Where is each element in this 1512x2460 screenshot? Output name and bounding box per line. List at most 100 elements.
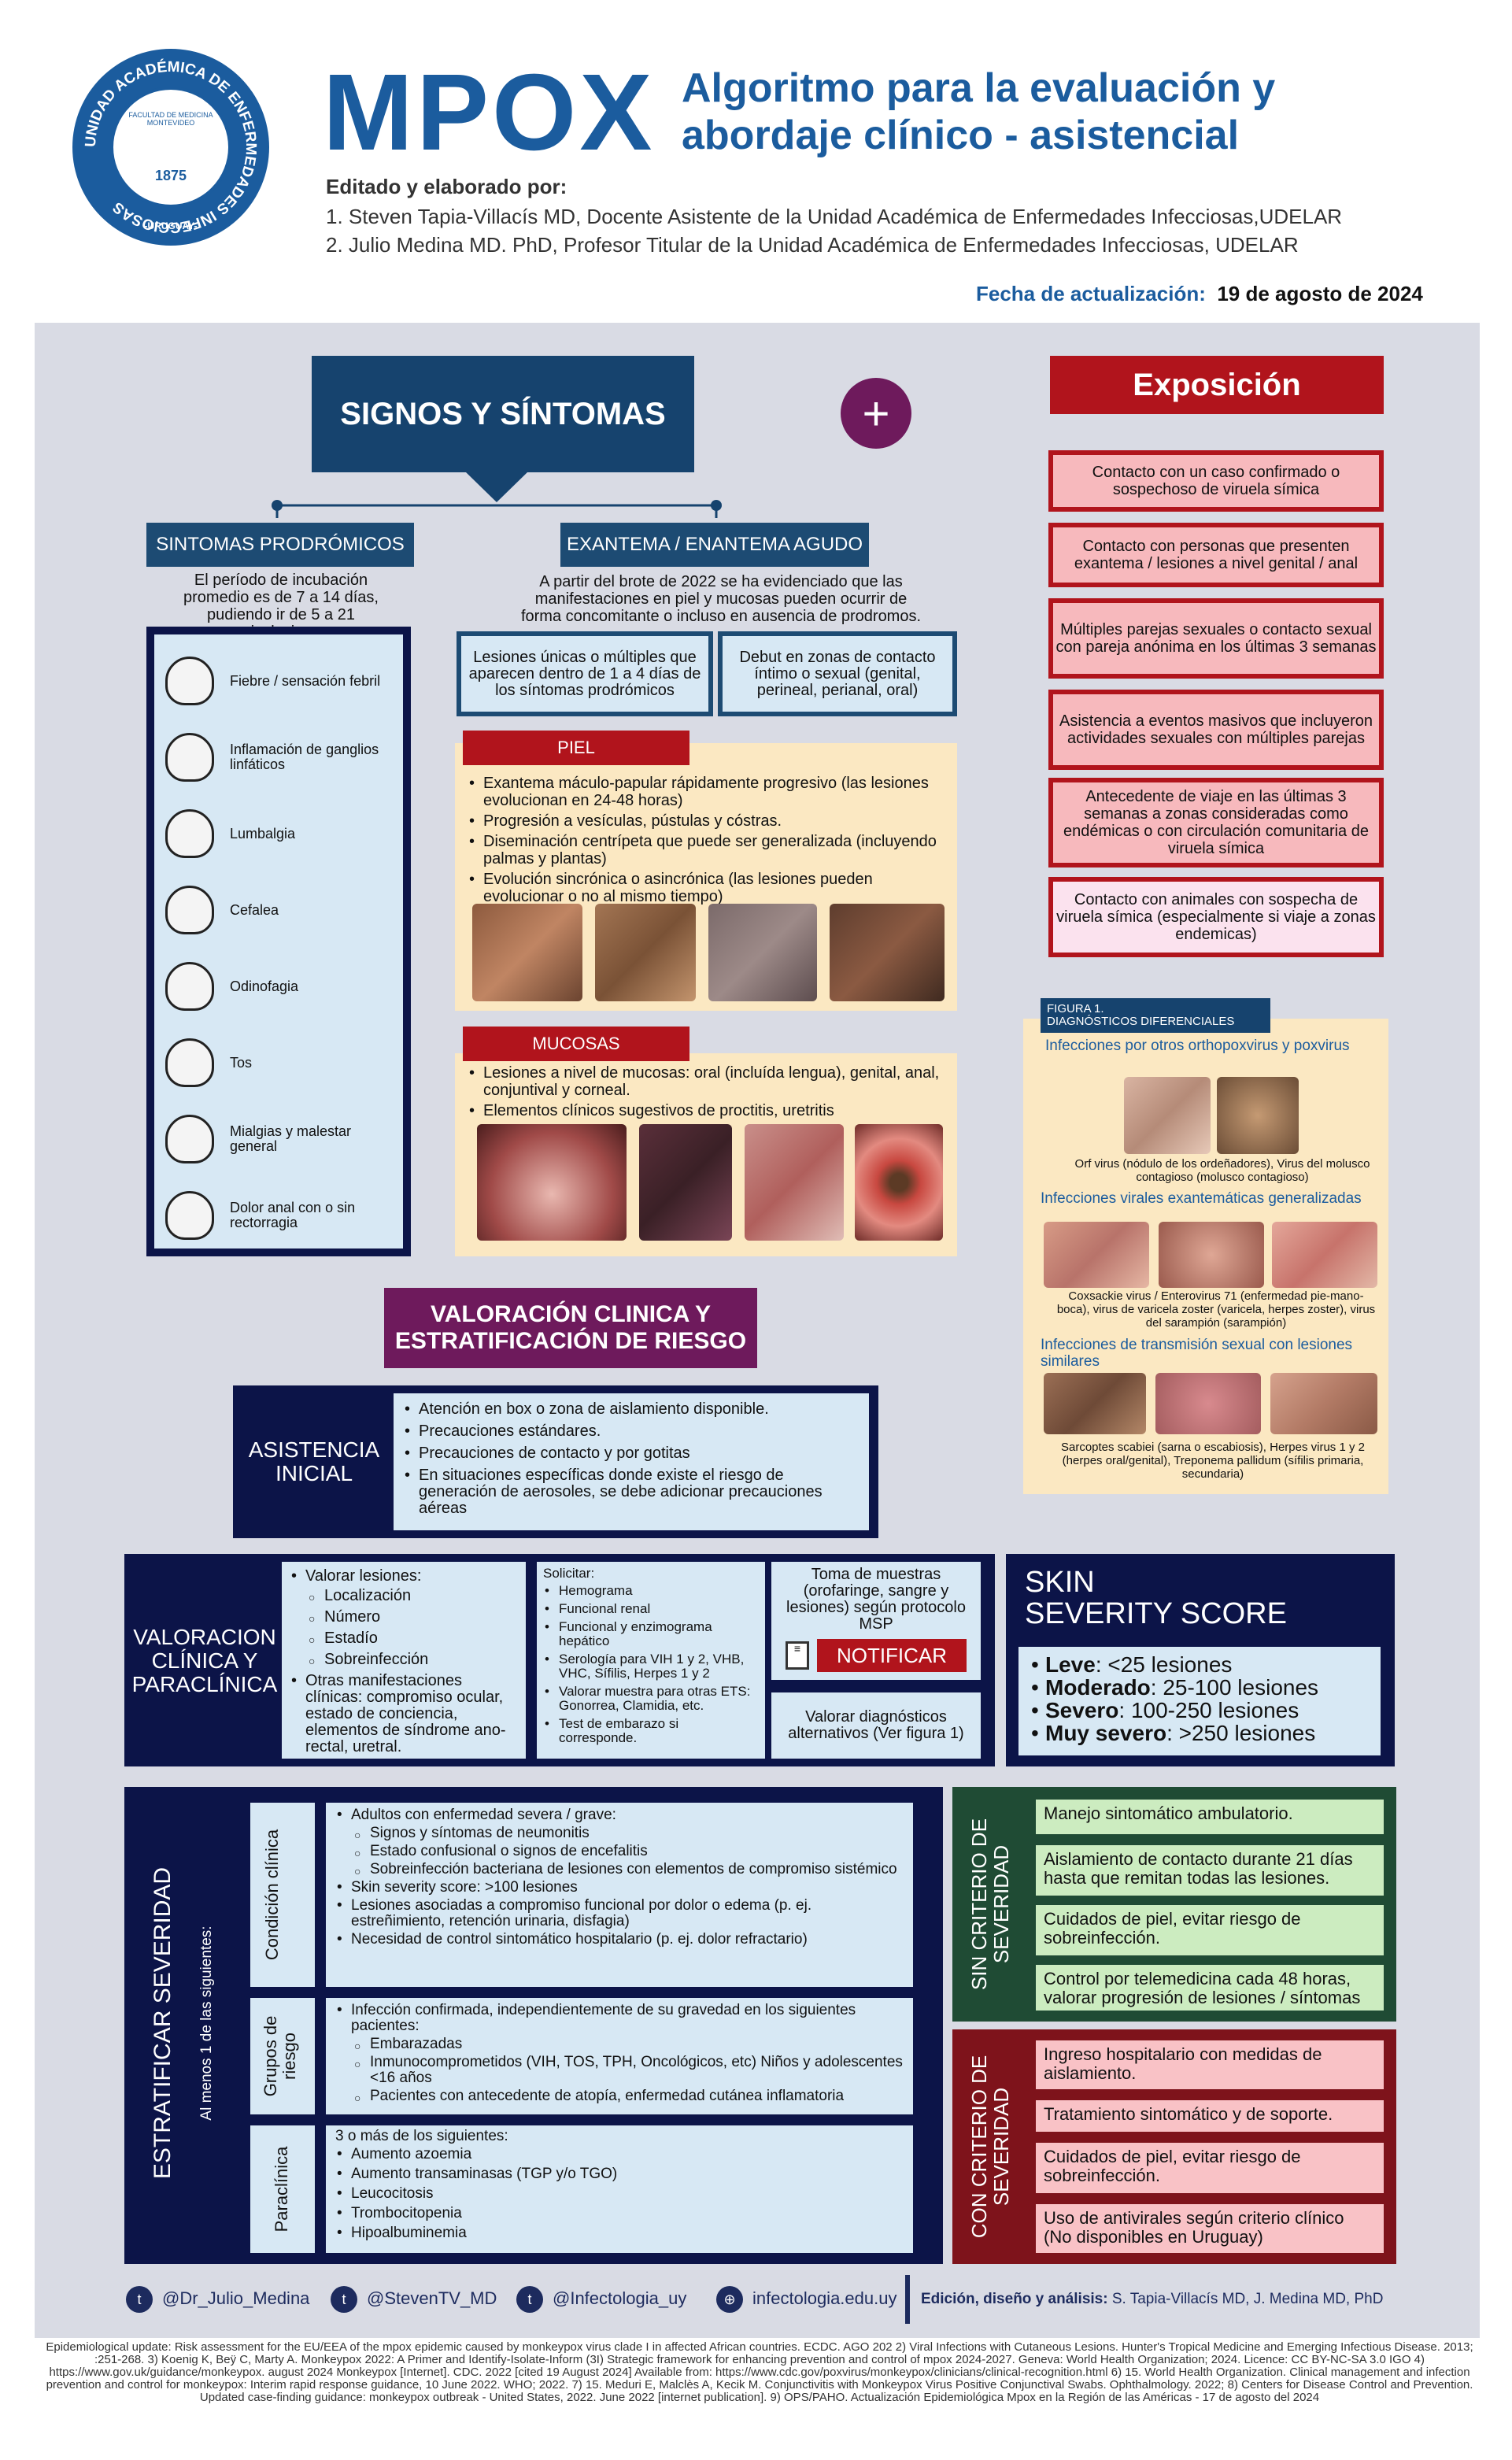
author-2: 2. Julio Medina MD. PhD, Profesor Titula… — [326, 233, 1299, 257]
mucosa-photos — [477, 1124, 943, 1241]
sore-throat-icon — [165, 962, 214, 1011]
social-medina[interactable]: t@Dr_Julio_Medina — [126, 2286, 309, 2313]
alt-diagnosis-box: Valorar diagnósticos alternativos (Ver f… — [771, 1692, 981, 1759]
request-box: Solicitar: Hemograma Funcional renal Fun… — [537, 1562, 765, 1759]
figure-caption-3: Sarcoptes scabiei (sarna o escabiosis), … — [1060, 1441, 1365, 1481]
paraclinica-label: VALORACION CLÍNICA Y PARACLÍNICA — [131, 1625, 278, 1696]
figure-photo — [1155, 1373, 1261, 1434]
logo-inner: FACULTAD DE MEDICINA MONTEVIDEO 1875 — [110, 87, 231, 208]
skin-score-list: Leve: <25 lesiones Moderado: 25-100 lesi… — [1018, 1647, 1381, 1755]
fever-icon — [165, 657, 214, 705]
myalgia-icon — [165, 1115, 214, 1163]
figure-photo — [1217, 1077, 1299, 1154]
globe-icon: ⊕ — [716, 2286, 743, 2313]
skin-title: PIEL — [463, 731, 689, 765]
skin-photo — [708, 904, 817, 1001]
skin-list: Exantema máculo-papular rápidamente prog… — [468, 775, 940, 905]
references: Epidemiological update: Risk assessment … — [46, 2340, 1473, 2404]
figure-photo — [1124, 1077, 1211, 1154]
skin-photo — [472, 904, 582, 1001]
skin-photo — [830, 904, 945, 1001]
mucosa-photo — [477, 1124, 627, 1241]
footer-credit: Edición, diseño y análisis: S. Tapia-Vil… — [921, 2291, 1384, 2307]
footer-divider — [905, 2275, 910, 2324]
sample-box: Toma de muestras (orofaringe, sangre y l… — [771, 1562, 981, 1680]
lesions-box: Valorar lesiones: Localización Número Es… — [282, 1562, 526, 1759]
update-date: Fecha de actualización: 19 de agosto de … — [976, 282, 1423, 305]
logo: UNIDAD ACADÉMICA DE ENFERMEDADES INFECCI… — [72, 49, 269, 246]
para-label: Paraclínica — [272, 2146, 291, 2232]
document-icon: ≡ — [786, 1641, 809, 1670]
risk-label: Grupos de riesgo — [261, 2015, 299, 2097]
exposure-item: Antecedente de viaje en las últimas 3 se… — [1048, 778, 1384, 867]
figure-photo — [1044, 1222, 1149, 1288]
con-item: Uso de antivirales según criterio clínic… — [1036, 2204, 1384, 2253]
prodromal-item: Odinofagia — [154, 951, 403, 1022]
condition-label-box: Condición clínica — [250, 1803, 315, 1987]
figure-photo — [1270, 1373, 1377, 1434]
website-link[interactable]: ⊕infectologia.edu.uy — [716, 2286, 896, 2313]
prodromal-item: Mialgias y malestar general — [154, 1104, 403, 1175]
mucosa-title: MUCOSAS — [463, 1027, 689, 1061]
figure-photo — [1159, 1222, 1264, 1288]
con-criterio-label: CON CRITERIO DE SEVERIDAD — [967, 2055, 1013, 2239]
stratify-label-area: ESTRATIFICAR SEVERIDAD Al menos 1 de las… — [131, 1795, 241, 2256]
stratify-sublabel: Al menos 1 de las siguientes: — [198, 1925, 215, 2121]
prodromal-item: Lumbalgia — [154, 798, 403, 869]
mucosa-photo — [855, 1124, 943, 1241]
con-item: Tratamiento sintomático y de soporte. — [1036, 2100, 1384, 2132]
con-item: Ingreso hospitalario con medidas de aisl… — [1036, 2040, 1384, 2089]
sin-item: Cuidados de piel, evitar riesgo de sobre… — [1036, 1905, 1384, 1955]
social-steven[interactable]: t@StevenTV_MD — [331, 2286, 497, 2313]
twitter-icon: t — [126, 2286, 153, 2313]
twitter-icon: t — [331, 2286, 357, 2313]
risk-label-box: Grupos de riesgo — [250, 1998, 315, 2114]
page-title: MPOX — [323, 52, 656, 173]
figure-group-2: Infecciones virales exantemáticas genera… — [1041, 1190, 1362, 1207]
sin-criterio-label: SIN CRITERIO DE SEVERIDAD — [967, 1818, 1013, 1991]
exposure-item: Contacto con un caso confirmado o sospec… — [1048, 450, 1384, 512]
signs-connector — [272, 472, 722, 518]
exposure-item: Múltiples parejas sexuales o contacto se… — [1048, 598, 1384, 679]
prodromal-item: Dolor anal con o sin rectorragia — [154, 1180, 403, 1251]
cough-icon — [165, 1038, 214, 1087]
prodromal-item: Cefalea — [154, 875, 403, 945]
exposure-item: Contacto con animales con sospecha de vi… — [1048, 877, 1384, 957]
social-infectologia[interactable]: t@Infectologia_uy — [516, 2286, 686, 2313]
figure-group-1: Infecciones por otros orthopoxvirus y po… — [1045, 1038, 1350, 1054]
figure-label: FIGURA 1.DIAGNÓSTICOS DIFERENCIALES — [1041, 998, 1270, 1033]
twitter-icon: t — [516, 2286, 543, 2313]
plus-icon: + — [841, 378, 911, 449]
para-label-box: Paraclínica — [250, 2125, 315, 2253]
figure-group-3: Infecciones de transmisión sexual con le… — [1041, 1337, 1353, 1370]
figure-caption-1: Orf virus (nódulo de los ordeñadores), V… — [1074, 1157, 1370, 1184]
exanthem-box-1: Lesiones únicas o múltiples que aparecen… — [457, 631, 713, 716]
para-box: 3 o más de los siguientes: Aumento azoem… — [326, 2125, 913, 2253]
exposure-item: Contacto con personas que presenten exan… — [1048, 523, 1384, 587]
notify-badge: NOTIFICAR — [817, 1639, 967, 1672]
headache-icon — [165, 886, 214, 934]
anal-pain-icon — [165, 1191, 214, 1240]
asistencia-label: ASISTENCIA INICIAL — [248, 1437, 380, 1485]
exanthem-intro: A partir del brote de 2022 se ha evidenc… — [520, 573, 922, 625]
prodromal-item: Fiebre / sensación febril — [154, 646, 403, 716]
prodromal-title: SINTOMAS PRODRÓMICOS — [146, 523, 414, 567]
exanthem-title: EXANTEMA / ENANTEMA AGUDO — [560, 523, 869, 567]
mucosa-photo — [639, 1124, 732, 1241]
signs-title: SIGNOS Y SÍNTOMAS — [312, 356, 694, 472]
sin-item: Manejo sintomático ambulatorio. — [1036, 1800, 1384, 1834]
con-item: Cuidados de piel, evitar riesgo de sobre… — [1036, 2143, 1384, 2193]
prodromal-item: Inflamación de ganglios linfáticos — [154, 722, 403, 793]
skin-photos — [472, 904, 945, 1001]
figure-photo — [1044, 1373, 1146, 1434]
exposure-item: Asistencia a eventos masivos que incluye… — [1048, 690, 1384, 770]
mucosa-photo — [745, 1124, 844, 1241]
skin-photo — [595, 904, 696, 1001]
sin-item: Control por telemedicina cada 48 horas, … — [1036, 1965, 1384, 2011]
stratify-label: ESTRATIFICAR SEVERIDAD — [150, 1866, 176, 2180]
back-pain-icon — [165, 809, 214, 858]
